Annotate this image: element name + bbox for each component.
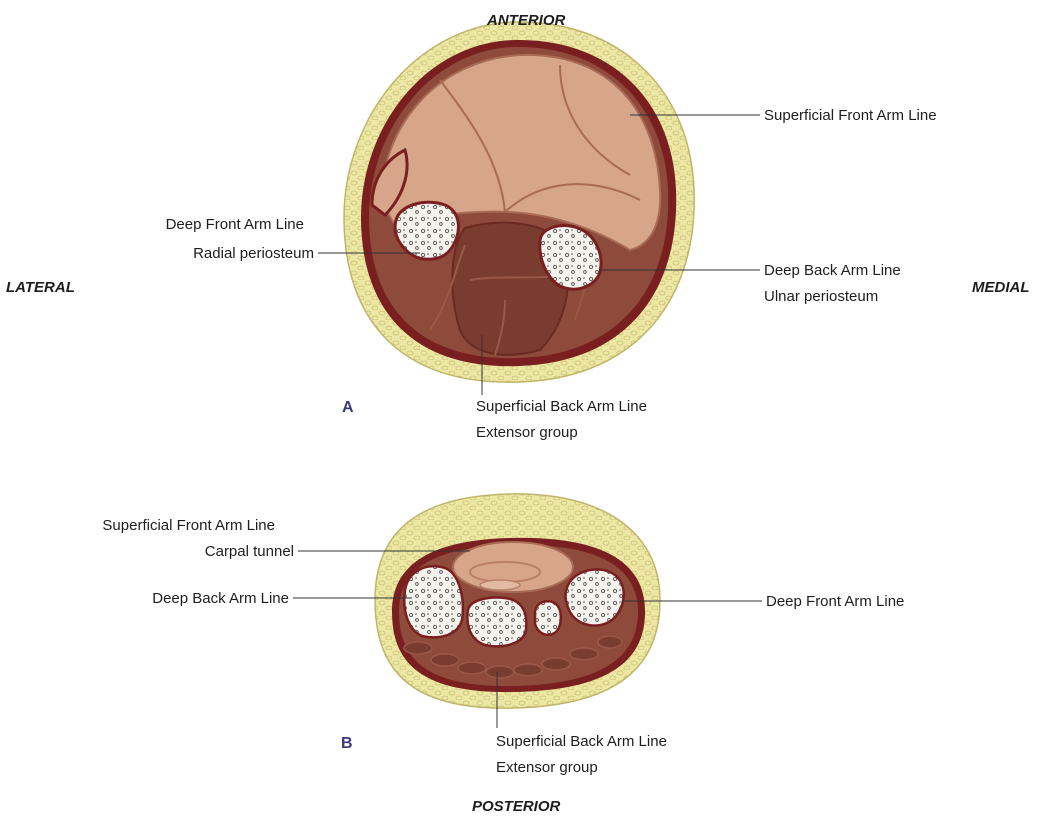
a-deep-front-sub-label: Radial periosteum (193, 245, 314, 262)
a-deep-front-label: Deep Front Arm Line (166, 216, 304, 233)
a-deep-back-sub-label: Ulnar periosteum (764, 288, 878, 305)
panel-a-letter: A (342, 399, 354, 416)
a-superficial-back-sub-label: Extensor group (476, 424, 578, 441)
panel-b-carpal-bone-lateral (404, 566, 463, 637)
panel-b-carpal-bone-mid (467, 598, 526, 647)
b-superficial-back-sub-label: Extensor group (496, 759, 598, 776)
b-deep-back-label: Deep Back Arm Line (152, 590, 289, 607)
b-deep-front-label: Deep Front Arm Line (766, 593, 904, 610)
b-carpal-tunnel-label: Carpal tunnel (205, 543, 294, 560)
lateral-label: LATERAL (6, 279, 75, 296)
anterior-label: ANTERIOR (486, 12, 566, 29)
posterior-label: POSTERIOR (472, 798, 561, 815)
medial-label: MEDIAL (972, 279, 1030, 296)
panel-b-carpal-bone-small (535, 601, 561, 635)
panel-b-section (375, 494, 660, 708)
b-superficial-front-label: Superficial Front Arm Line (102, 517, 275, 534)
panel-a-radius-bone (395, 202, 458, 259)
b-superficial-back-label: Superficial Back Arm Line (496, 733, 667, 750)
a-superficial-front-label: Superficial Front Arm Line (764, 107, 937, 124)
panel-a-section (344, 22, 694, 382)
a-superficial-back-label: Superficial Back Arm Line (476, 398, 647, 415)
a-deep-back-label: Deep Back Arm Line (764, 262, 901, 279)
panel-b-tendon (480, 580, 520, 590)
panel-b-carpal-bone-medial (566, 569, 624, 625)
panel-b-letter: B (341, 735, 353, 752)
